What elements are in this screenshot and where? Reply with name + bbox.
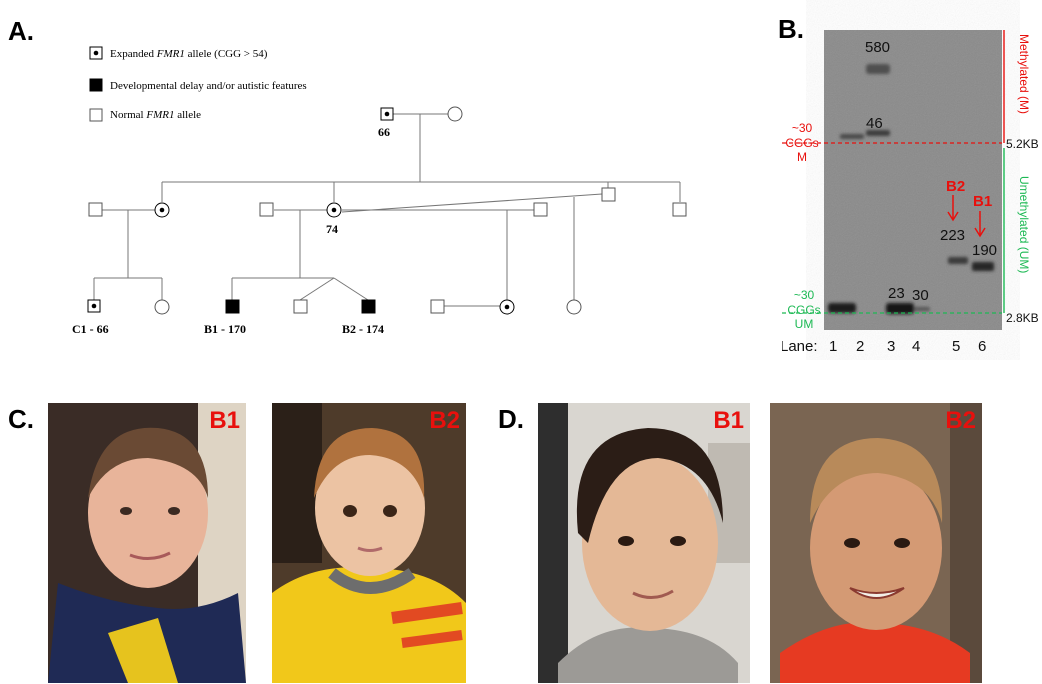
- lane-5: 5: [952, 338, 960, 355]
- uncle-square: [672, 202, 687, 217]
- marker-m-line1: ~30: [792, 121, 813, 135]
- legend-carrier-text: Expanded FMR1 allele (CGG > 54): [110, 48, 268, 60]
- b1-twin-square: [293, 299, 308, 314]
- pedigree-chart: Expanded FMR1 allele (CGG > 54) Developm…: [72, 46, 687, 336]
- half-sib-2-circle: [566, 299, 582, 315]
- photo-c-b2: B2: [272, 403, 466, 683]
- b2-affected-square: [361, 299, 376, 314]
- c1-sister-circle: [154, 299, 170, 315]
- legend-normal-symbol: [89, 108, 103, 122]
- label-190: 190: [972, 242, 997, 259]
- photo-d-b2: B2: [770, 403, 982, 683]
- label-23: 23: [888, 285, 905, 302]
- photo-d-b1-label: B1: [713, 407, 744, 434]
- lane-prefix: Lane:: [782, 338, 818, 355]
- panel-label-d: D.: [498, 404, 524, 434]
- unmethylated-label: Umethylated (UM): [1017, 176, 1031, 273]
- partner-3-square: [601, 187, 616, 202]
- panel-label-b: B.: [778, 14, 804, 44]
- marker-um-line1: ~30: [794, 288, 815, 302]
- lane-4: 4: [912, 338, 920, 355]
- methylated-label: Methylated (M): [1017, 34, 1031, 114]
- c1-label: C1 - 66: [72, 322, 109, 336]
- photo-d-b2-label: B2: [945, 407, 976, 434]
- photo-d-b1: B1: [538, 403, 750, 683]
- b1-affected-square: [225, 299, 240, 314]
- lane-6: 6: [978, 338, 986, 355]
- band-23: [886, 303, 914, 314]
- marker-m-line3: M: [797, 150, 807, 164]
- label-46: 46: [866, 115, 883, 132]
- marker-um-line3: UM: [795, 317, 814, 331]
- grandmother-normal-circle: [447, 106, 463, 122]
- father-square: [259, 202, 274, 217]
- photo-c-b1-label: B1: [209, 407, 240, 434]
- partner-2-square: [533, 202, 548, 217]
- panel-label-c: C.: [8, 404, 34, 434]
- label-30: 30: [912, 287, 929, 304]
- legend: Expanded FMR1 allele (CGG > 54) Developm…: [89, 46, 307, 122]
- mother-label: 74: [326, 222, 338, 236]
- legend-affected-text: Developmental delay and/or autistic feat…: [110, 80, 307, 92]
- band-190: [972, 262, 994, 271]
- photo-c-b2-label: B2: [429, 407, 460, 434]
- pedigree-lines: [93, 113, 681, 307]
- marker-m-line2: CGGs: [785, 136, 818, 150]
- legend-normal-text: Normal FMR1 allele: [110, 109, 201, 121]
- marker-um-line2: CGGs: [787, 303, 820, 317]
- half-sib-spouse-square: [430, 299, 445, 314]
- lane-3: 3: [887, 338, 895, 355]
- gel-panel: 580 46 223 190 23 30 ~30 CGGs M ~30 CGGs…: [782, 30, 1039, 355]
- band-580: [866, 64, 890, 74]
- b2-label: B2 - 174: [342, 322, 384, 336]
- lane-1: 1: [829, 338, 837, 355]
- panel-label-a: A.: [8, 16, 34, 46]
- band-lane1-um: [828, 303, 856, 313]
- spouse-1-square: [88, 202, 103, 217]
- band-223: [948, 257, 968, 264]
- photo-c-b1: B1: [48, 403, 246, 683]
- legend-affected-symbol: [89, 78, 103, 92]
- lane-2: 2: [856, 338, 864, 355]
- size-5-2kb: 5.2KB: [1006, 137, 1039, 151]
- size-2-8kb: 2.8KB: [1006, 311, 1039, 325]
- band-30: [914, 307, 930, 311]
- arrow-label-b1: B1: [973, 193, 992, 210]
- b1-label: B1 - 170: [204, 322, 246, 336]
- label-223: 223: [940, 227, 965, 244]
- grandfather-label: 66: [378, 125, 390, 139]
- band-46: [866, 130, 890, 136]
- arrow-label-b2: B2: [946, 178, 965, 195]
- label-580: 580: [865, 39, 890, 56]
